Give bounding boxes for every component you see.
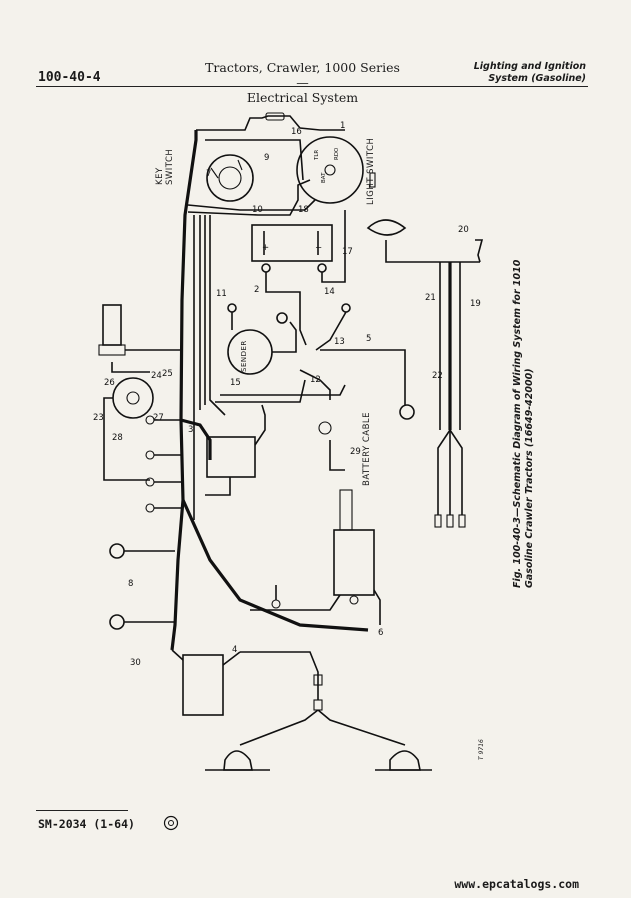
wire-number-2: 2: [254, 285, 259, 295]
wire-number-26: 26: [104, 378, 115, 388]
light-switch: [296, 136, 364, 204]
wire-number-14: 14: [324, 287, 335, 297]
wire-number-17: 17: [342, 247, 353, 257]
watermark: www.epcatalogs.com: [454, 877, 579, 891]
title-line-2: Electrical System: [246, 90, 359, 105]
section-title: Lighting and Ignition System (Gasoline): [474, 61, 586, 85]
figure-caption: Fig. 100-40-3—Schematic Diagram of Wirin…: [512, 260, 536, 588]
harness-branch-gen: [180, 418, 212, 460]
footer-code: SM-2034 (1-64): [38, 817, 135, 831]
battery: [251, 224, 333, 262]
battery-positive-sign: +: [262, 243, 269, 253]
coil: [102, 304, 122, 346]
section-line-2: System (Gasoline): [488, 73, 586, 84]
wire-number-16: 16: [291, 127, 302, 137]
key-switch: [206, 154, 254, 202]
headlight-top: [366, 219, 407, 236]
wire-number-5: 5: [366, 334, 371, 344]
battery-cable-label: BATTERY CABLE: [362, 411, 372, 486]
wire-top-loop: [196, 115, 345, 131]
wire-number-8: 8: [128, 579, 133, 589]
wire-number-21: 21: [425, 293, 436, 303]
distributor: [112, 377, 154, 419]
wire-number-11: 11: [216, 289, 227, 299]
wire-number-27: 27: [153, 413, 164, 423]
figure-id: T 9716: [478, 739, 485, 760]
wire-number-9: 9: [264, 153, 269, 163]
generator: [206, 436, 256, 478]
svg-text:RDO: RDO: [334, 147, 340, 160]
page-number: 100-40-4: [38, 70, 101, 85]
union-label-icon: [163, 815, 179, 831]
wire-number-10: 10: [252, 205, 263, 215]
wire-number-3: 3: [188, 425, 193, 435]
footer-rule: [36, 810, 128, 811]
wire-number-7: 7: [206, 169, 211, 179]
light-switch-label: LIGHT SWITCH: [366, 137, 376, 205]
rear-light-right: [389, 750, 421, 771]
main-harness: [170, 130, 198, 651]
wire-number-30: 30: [130, 658, 141, 668]
wire-number-23: 23: [93, 413, 104, 423]
temperature-sender: [227, 329, 273, 375]
harness-branch-rear: [181, 499, 369, 632]
starter-motor: [182, 654, 224, 716]
section-line-1: Lighting and Ignition: [473, 61, 586, 72]
caption-line-1: Fig. 100-40-3—Schematic Diagram of Wirin…: [512, 259, 523, 588]
wire-number-22: 22: [432, 371, 443, 381]
sender-label: SENDER: [240, 340, 248, 372]
ignition-coil: [333, 529, 375, 596]
wire-number-12: 12: [310, 375, 321, 385]
wire-number-15: 15: [230, 378, 241, 388]
wire-number-25: 25: [162, 369, 173, 379]
header-rule: [36, 86, 588, 87]
wire-number-13: 13: [334, 337, 345, 347]
svg-text:TLR: TLR: [314, 150, 320, 161]
key-switch-label: KEY SWITCH: [155, 148, 175, 185]
battery-negative-sign: −: [315, 243, 322, 253]
wire-number-19: 19: [470, 299, 481, 309]
svg-text:BAT: BAT: [321, 172, 327, 183]
wire-number-24: 24: [151, 371, 162, 381]
caption-line-2: Gasoline Crawler Tractors (16649-42000): [524, 368, 535, 588]
wire-number-28: 28: [112, 433, 123, 443]
wire-number-4: 4: [232, 645, 237, 655]
rear-light-left: [223, 750, 253, 771]
wire-number-1: 1: [340, 121, 345, 131]
wire-number-6: 6: [378, 628, 383, 638]
wire-number-29: 29: [350, 447, 361, 457]
page-title: Tractors, Crawler, 1000 Series— Electric…: [200, 60, 405, 105]
wire-number-18: 18: [298, 205, 309, 215]
wire-number-20: 20: [458, 225, 469, 235]
